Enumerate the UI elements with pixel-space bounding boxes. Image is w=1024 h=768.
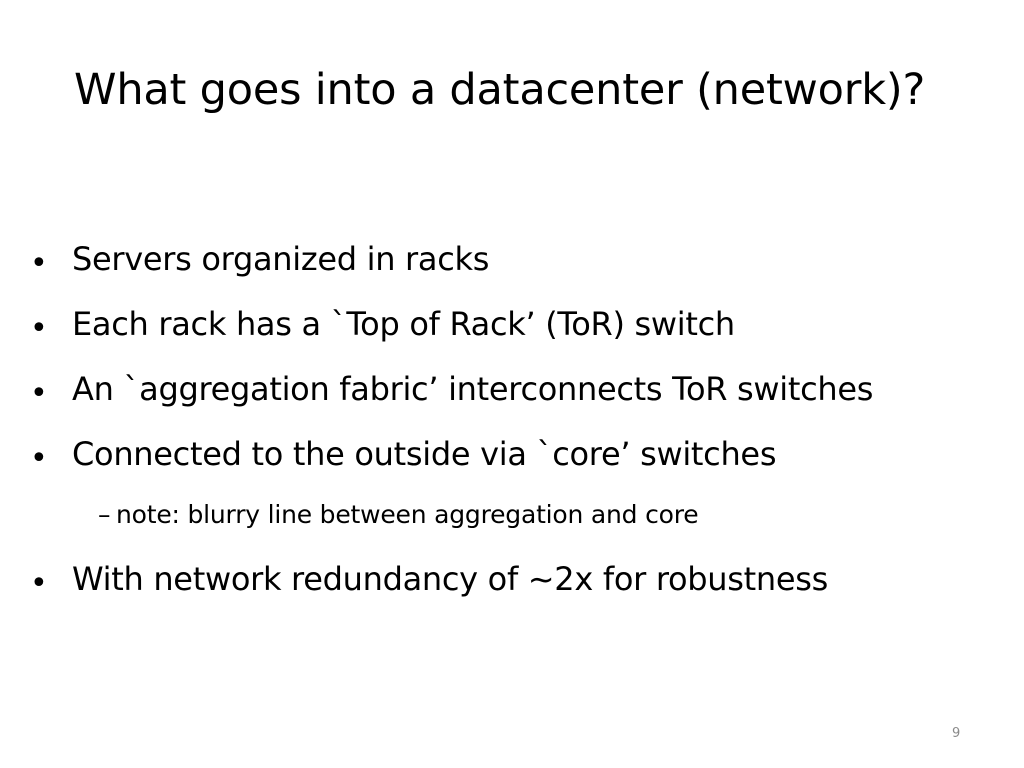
page-number: 9: [952, 726, 961, 741]
bullet-marker: •: [30, 246, 48, 281]
bullet-text: Each rack has a `Top of Rack’ (ToR) swit…: [72, 305, 735, 343]
sub-bullet-text: note: blurry line between aggregation an…: [116, 500, 699, 529]
bullet-text: Connected to the outside via `core’ swit…: [72, 435, 777, 473]
slide-title: What goes into a datacenter (network)?: [74, 65, 926, 115]
bullet-marker: •: [30, 566, 48, 601]
bullet-text: Servers organized in racks: [72, 240, 490, 278]
bullet-text: With network redundancy of ~2x for robus…: [72, 560, 829, 598]
bullet-marker: •: [30, 311, 48, 346]
sub-bullet-marker: –: [98, 500, 111, 529]
bullet-text: An `aggregation fabric’ interconnects To…: [72, 370, 874, 408]
bullet-marker: •: [30, 441, 48, 476]
bullet-marker: •: [30, 376, 48, 411]
